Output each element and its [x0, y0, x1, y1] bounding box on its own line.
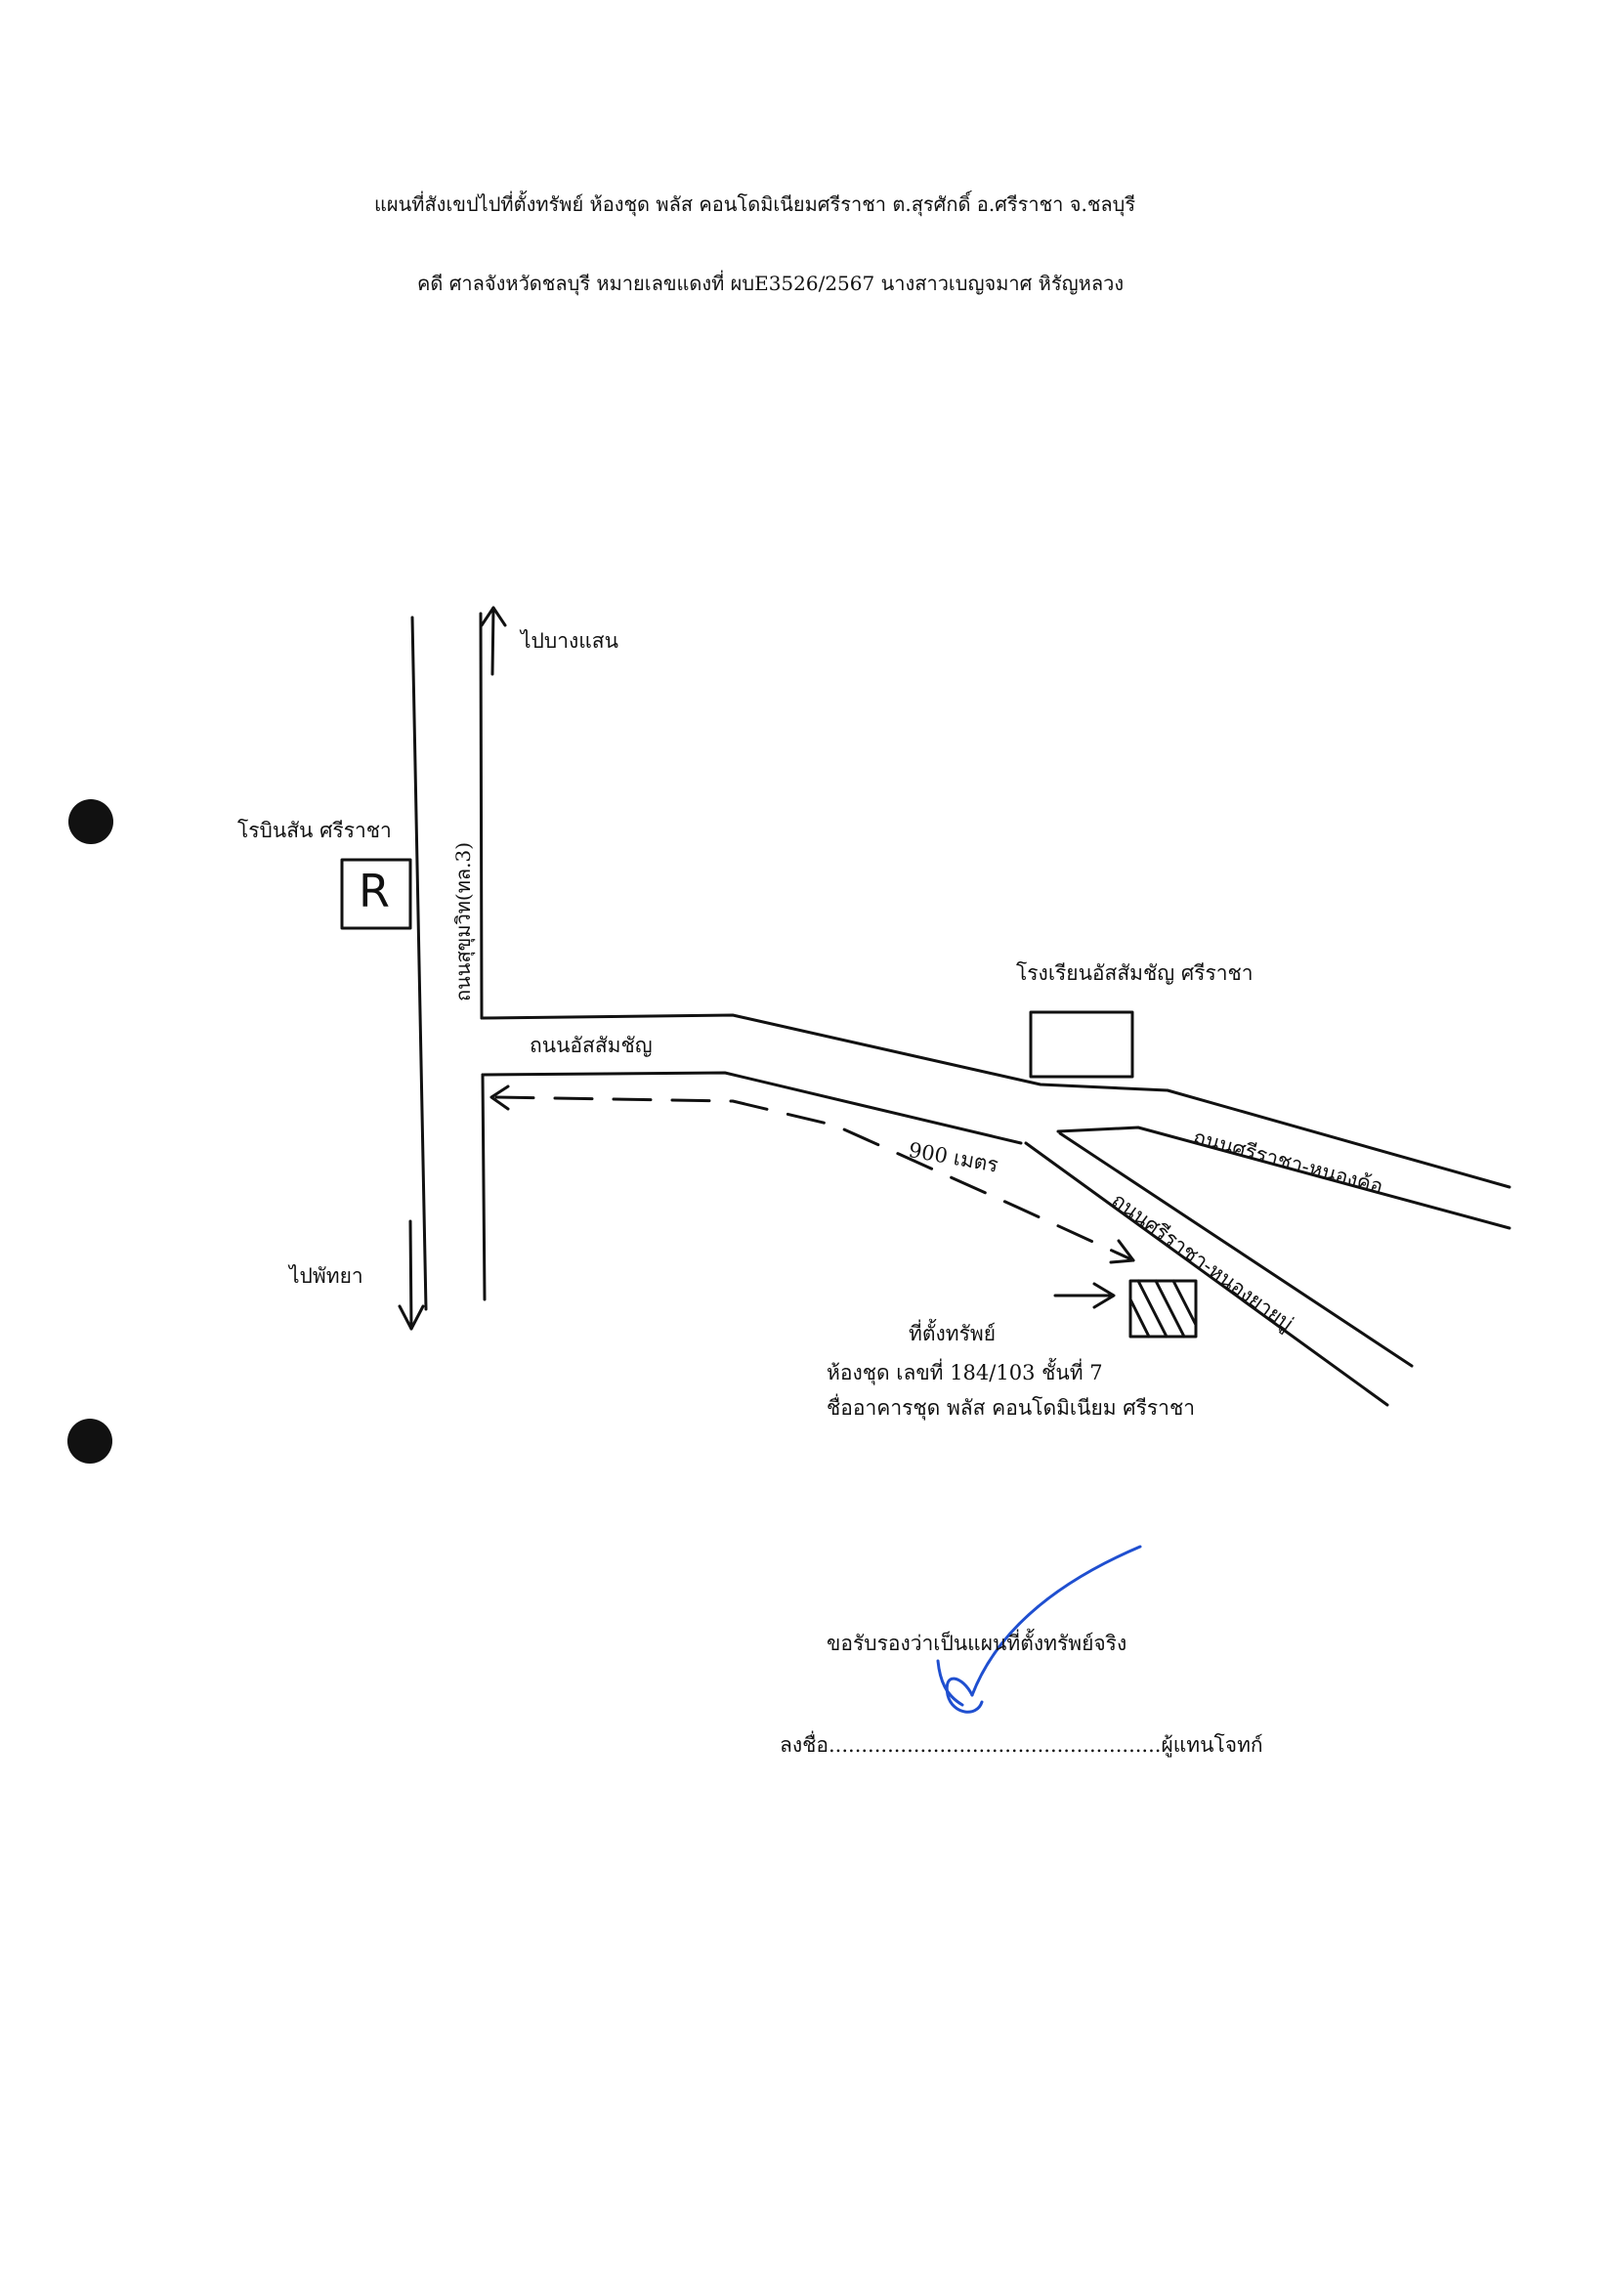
route-dashed-line [494, 1095, 1135, 1262]
sign-dots: ........................................… [829, 1733, 1162, 1757]
robinson-symbol: R [359, 865, 390, 917]
punch-hole-top [68, 799, 113, 844]
sukhumvit-road-right-edge-lower [481, 1073, 487, 1301]
property-unit: ห้องชุด เลขที่ 184/103 ชั้นที่ 7 [827, 1361, 1103, 1384]
sign-prefix: ลงชื่อ [780, 1733, 829, 1757]
sukhumvit-road-left-edge [410, 616, 428, 1311]
signature-mark [936, 1545, 1142, 1714]
map-title: แผนที่สังเขปไปที่ตั้งทรัพย์ ห้องชุด พลัส… [374, 192, 1136, 216]
case-reference: คดี ศาลจังหวัดชลบุรี หมายเลขแดงที่ ผบE35… [417, 272, 1125, 295]
property-title: ที่ตั้งทรัพย์ [909, 1322, 997, 1345]
nong-yai-bu-road-left-edge [1024, 1141, 1389, 1407]
bang-saen-arrow-shaft [490, 606, 495, 676]
sukhumvit-road-label: ถนนสุขุมวิท(ทล.3) [451, 841, 475, 1001]
assumption-road-label: ถนนอัสสัมชัญ [530, 1034, 653, 1057]
punch-hole-bottom [67, 1419, 112, 1464]
property-arrow-head [1092, 1282, 1116, 1309]
assumption-road-lower-edge [481, 1071, 1023, 1145]
bang-saen-arrow-head [480, 606, 507, 627]
to-bang-saen-label: ไปบางแสน [521, 629, 618, 653]
nong-kho-road-lower-edge [1056, 1126, 1511, 1230]
pattaya-arrow-shaft [408, 1219, 413, 1331]
property-box [1128, 1279, 1198, 1339]
to-pattaya-label: ไปพัทยา [289, 1264, 363, 1288]
school-building-box [1029, 1010, 1134, 1079]
pattaya-arrow-head [398, 1304, 425, 1331]
signature-line: ลงชื่อ..................................… [780, 1729, 1263, 1762]
robinson-building-box [340, 858, 412, 930]
route-arrow-head-right [1109, 1239, 1135, 1264]
school-label: โรงเรียนอัสสัมชัญ ศรีราชา [1016, 961, 1254, 985]
robinson-label: โรบินสัน ศรีราชา [237, 819, 392, 842]
nong-yai-bu-road-right-edge [1058, 1131, 1414, 1368]
property-building: ชื่ออาคารชุด พลัส คอนโดมิเนียม ศรีราชา [827, 1396, 1196, 1420]
sign-suffix: ผู้แทนโจทก์ [1161, 1733, 1263, 1757]
assumption-road-upper-edge [480, 1013, 1511, 1189]
certification-statement: ขอรับรองว่าเป็นแผนที่ตั้งทรัพย์จริง [827, 1632, 1127, 1655]
route-arrow-head-left [489, 1084, 510, 1111]
sukhumvit-road-right-edge-upper [479, 612, 484, 1020]
